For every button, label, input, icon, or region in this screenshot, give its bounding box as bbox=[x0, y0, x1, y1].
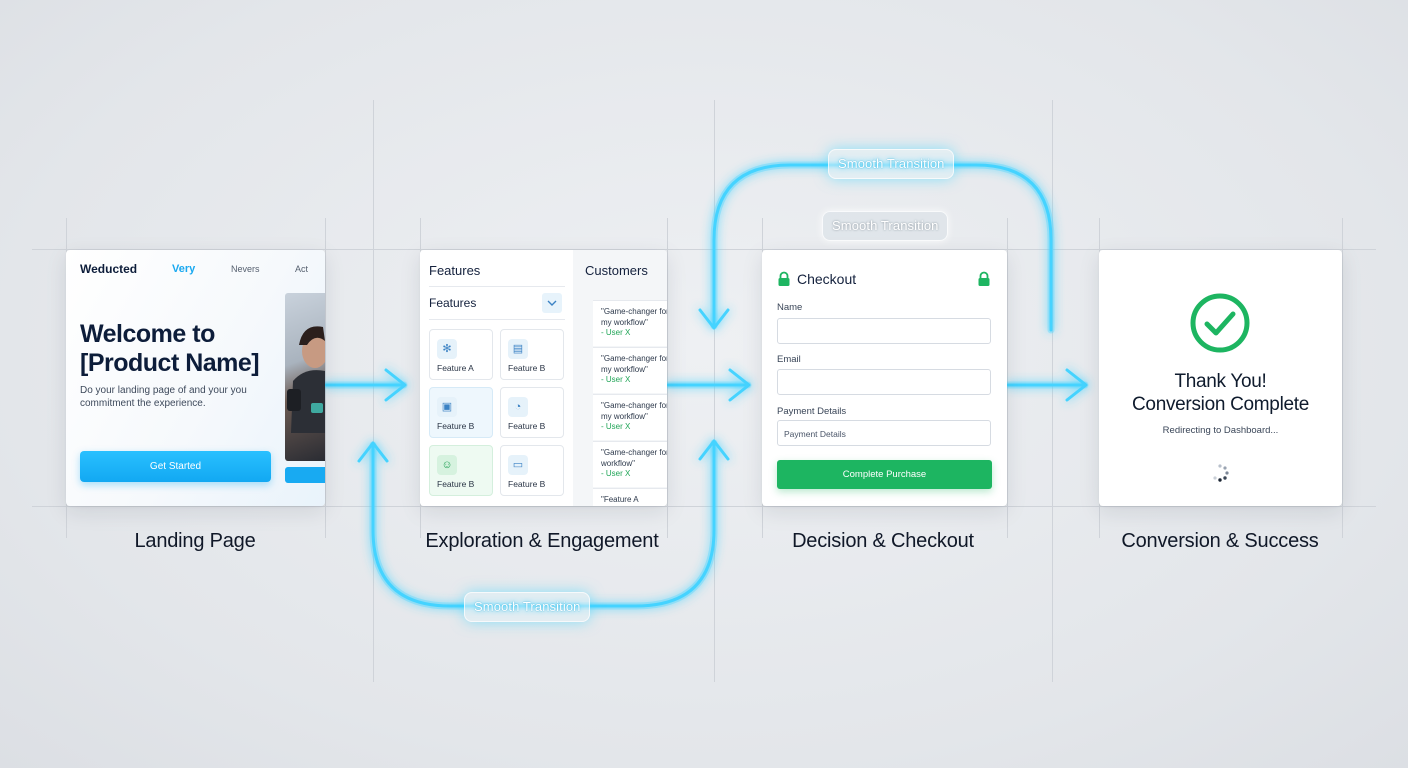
feature-label: Feature B bbox=[508, 363, 546, 373]
testimonial-text: "Game-changer for bbox=[601, 448, 667, 457]
testimonial-text: "Game-changer for bbox=[601, 307, 667, 316]
exploration-card: Features Features ✻ Feature A ▤ Feature … bbox=[420, 250, 667, 506]
arrow-explore-to-checkout bbox=[664, 368, 752, 402]
testimonial-item: "Feature A bbox=[593, 488, 667, 506]
payment-field[interactable]: Payment Details bbox=[777, 420, 991, 446]
feature-label: Feature B bbox=[437, 479, 475, 489]
arrow-checkout-to-success bbox=[1004, 368, 1089, 402]
features-dropdown-label: Features bbox=[429, 296, 477, 310]
feature-tile[interactable]: ▤ Feature B bbox=[500, 329, 564, 380]
customers-heading: Customers bbox=[585, 263, 648, 278]
testimonial-user: - User X bbox=[601, 328, 631, 337]
transition-pill-bottom: Smooth Transition bbox=[464, 592, 591, 622]
testimonial-text: "Game-changer for bbox=[601, 401, 667, 410]
name-field[interactable] bbox=[777, 318, 991, 344]
gauge-icon: ◔ bbox=[508, 397, 528, 417]
feature-tile[interactable]: ◔ Feature B bbox=[500, 387, 564, 438]
feature-tile[interactable]: ▭ Feature B bbox=[500, 445, 564, 496]
stage-label-success: Conversion & Success bbox=[1121, 530, 1319, 552]
testimonial-user: - User X bbox=[601, 375, 631, 384]
hero-image-bar bbox=[285, 467, 325, 483]
testimonial-text: "Feature A bbox=[601, 495, 639, 504]
lock-icon bbox=[778, 271, 790, 286]
loading-spinner-icon bbox=[1213, 464, 1229, 482]
grid-line bbox=[667, 218, 668, 538]
brand-logo[interactable]: Weducted bbox=[80, 262, 138, 276]
stage-label-checkout: Decision & Checkout bbox=[792, 530, 974, 552]
person-photo-icon bbox=[287, 326, 325, 433]
stage-label-landing: Landing Page bbox=[134, 530, 256, 552]
layout-icon: ▤ bbox=[508, 339, 528, 359]
grid-line bbox=[325, 218, 326, 538]
grid-line bbox=[32, 249, 1376, 250]
feature-tile[interactable]: ☺ Feature B bbox=[429, 445, 493, 496]
grid-line bbox=[714, 100, 715, 682]
testimonial-item: "Game-changer for my workflow" - User X bbox=[593, 394, 667, 440]
grid-line bbox=[1052, 100, 1053, 682]
transition-pill-top-outer: Smooth Transition bbox=[828, 149, 955, 179]
feature-tile[interactable]: ✻ Feature A bbox=[429, 329, 493, 380]
get-started-button[interactable]: Get Started bbox=[80, 451, 271, 482]
nav-link-very[interactable]: Very bbox=[172, 263, 196, 275]
feature-tile[interactable]: ▣ Feature B bbox=[429, 387, 493, 438]
secure-lock-icon bbox=[978, 271, 990, 286]
email-field[interactable] bbox=[777, 369, 991, 395]
feature-label: Feature B bbox=[437, 421, 475, 431]
complete-purchase-button[interactable]: Complete Purchase bbox=[777, 460, 992, 489]
document-icon: ▣ bbox=[437, 397, 457, 417]
grid-line bbox=[1342, 218, 1343, 538]
divider bbox=[429, 319, 565, 320]
hero-title-line1: Welcome to bbox=[80, 320, 215, 348]
grid-line bbox=[32, 506, 1376, 507]
testimonial-text: my workflow" bbox=[601, 411, 648, 421]
transition-pill-top-inner: Smooth Transition bbox=[822, 211, 949, 241]
success-title-line1: Thank You! bbox=[1174, 371, 1267, 392]
success-title: Thank You! Conversion Complete bbox=[1099, 370, 1342, 416]
hero-subtitle: Do your landing page of and your you com… bbox=[80, 385, 247, 409]
hero-image bbox=[285, 293, 325, 461]
success-title-line2: Conversion Complete bbox=[1132, 394, 1309, 415]
redirect-text: Redirecting to Dashboard... bbox=[1162, 425, 1279, 436]
divider bbox=[429, 286, 565, 287]
user-icon: ☺ bbox=[437, 455, 457, 475]
landing-page-card: Weducted Very Nevers Act Welcome to [Pro… bbox=[66, 250, 325, 506]
checkmark-circle-icon bbox=[1190, 293, 1250, 353]
chevron-down-icon bbox=[547, 300, 557, 306]
testimonial-item: "Game-changer for my workflow" - User X bbox=[593, 300, 667, 346]
testimonial-text: my workflow" bbox=[601, 364, 648, 374]
testimonial-item: "Game-changer for workflow" - User X bbox=[593, 441, 667, 487]
testimonial-user: - User X bbox=[601, 469, 631, 478]
success-card: Thank You! Conversion Complete Redirecti… bbox=[1099, 250, 1342, 506]
feature-label: Feature B bbox=[508, 479, 546, 489]
nav-link-act[interactable]: Act bbox=[295, 264, 309, 274]
grid-line bbox=[373, 100, 374, 682]
payment-label: Payment Details bbox=[777, 406, 847, 417]
testimonial-item: "Game-changer for my workflow" - User X bbox=[593, 347, 667, 393]
email-label: Email bbox=[777, 354, 801, 365]
stage-label-exploration: Exploration & Engagement bbox=[425, 530, 659, 552]
sparkle-icon: ✻ bbox=[437, 339, 457, 359]
hero-title-line2: [Product Name] bbox=[80, 349, 260, 377]
arrow-landing-to-explore bbox=[322, 368, 408, 402]
name-label: Name bbox=[777, 302, 803, 313]
feature-label: Feature A bbox=[437, 363, 474, 373]
feature-label: Feature B bbox=[508, 421, 546, 431]
testimonial-text: my workflow" bbox=[601, 317, 648, 327]
checkout-title: Checkout bbox=[797, 271, 857, 287]
checkout-card: Checkout Name Email Payment Details Paym… bbox=[762, 250, 1007, 506]
features-dropdown[interactable] bbox=[542, 293, 562, 313]
testimonial-text: "Game-changer for bbox=[601, 354, 667, 363]
card-icon: ▭ bbox=[508, 455, 528, 475]
nav-link-nevers[interactable]: Nevers bbox=[231, 264, 260, 274]
features-heading: Features bbox=[429, 263, 481, 278]
hero-title: Welcome to [Product Name] bbox=[80, 320, 300, 378]
testimonial-user: - User X bbox=[601, 422, 631, 431]
grid-line bbox=[1007, 218, 1008, 538]
testimonial-text: workflow" bbox=[601, 458, 635, 468]
features-panel: Features Features ✻ Feature A ▤ Feature … bbox=[420, 250, 573, 506]
